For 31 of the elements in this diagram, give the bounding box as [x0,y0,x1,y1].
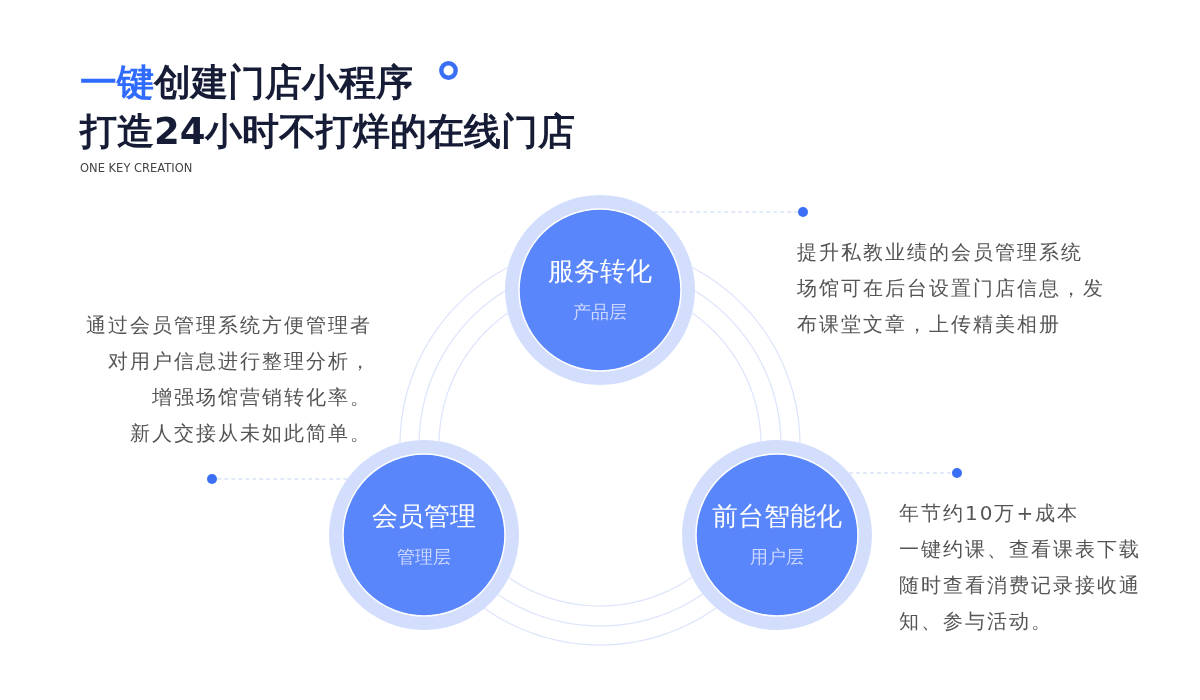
dot-icon [207,474,217,484]
description-text: 随时查看消费记录接收通知、参与活动。 [899,572,1142,635]
ring-arc [508,576,693,607]
ring-arc [691,266,801,444]
description-text: 新人交接从未如此简单。 [130,420,372,447]
description-text: 通过会员管理系统方便管理者对用户信息进行整理分析， [85,312,372,375]
circle-subtitle: 产品层 [573,300,627,324]
heading: 一键创建门店小程序 [80,60,413,106]
circle-title: 前台智能化 [712,501,842,531]
ring-arc [418,290,506,441]
ring-arc [438,312,509,442]
description-text: 提升私教业绩的会员管理系统 [797,239,1083,266]
description-text: 年节约10万+成本 [899,500,1080,527]
ring-arc [694,290,782,441]
circle-title: 会员管理 [372,501,476,531]
dot-icon [798,207,808,217]
subheading: 打造24小时不打烊的在线门店 [80,109,576,155]
circle-subtitle: 管理层 [397,545,451,569]
ring-arc [497,593,704,627]
ring-arc [691,312,762,442]
layer-circle [682,440,872,630]
circle-subtitle: 用户层 [750,545,804,569]
dot-icon [952,468,962,478]
ring-arc [483,607,717,646]
description-text: 一键约课、查看课表下载 [899,536,1141,563]
circle-title: 服务转化 [548,256,652,286]
description-text: 增强场馆营销转化率。 [152,384,372,411]
layer-circle [505,195,695,385]
description-text: 场馆可在后台设置门店信息，发布课堂文章，上传精美相册 [797,275,1106,338]
tagline: ONE KEY CREATION [80,161,193,175]
ring-arc [399,266,509,444]
